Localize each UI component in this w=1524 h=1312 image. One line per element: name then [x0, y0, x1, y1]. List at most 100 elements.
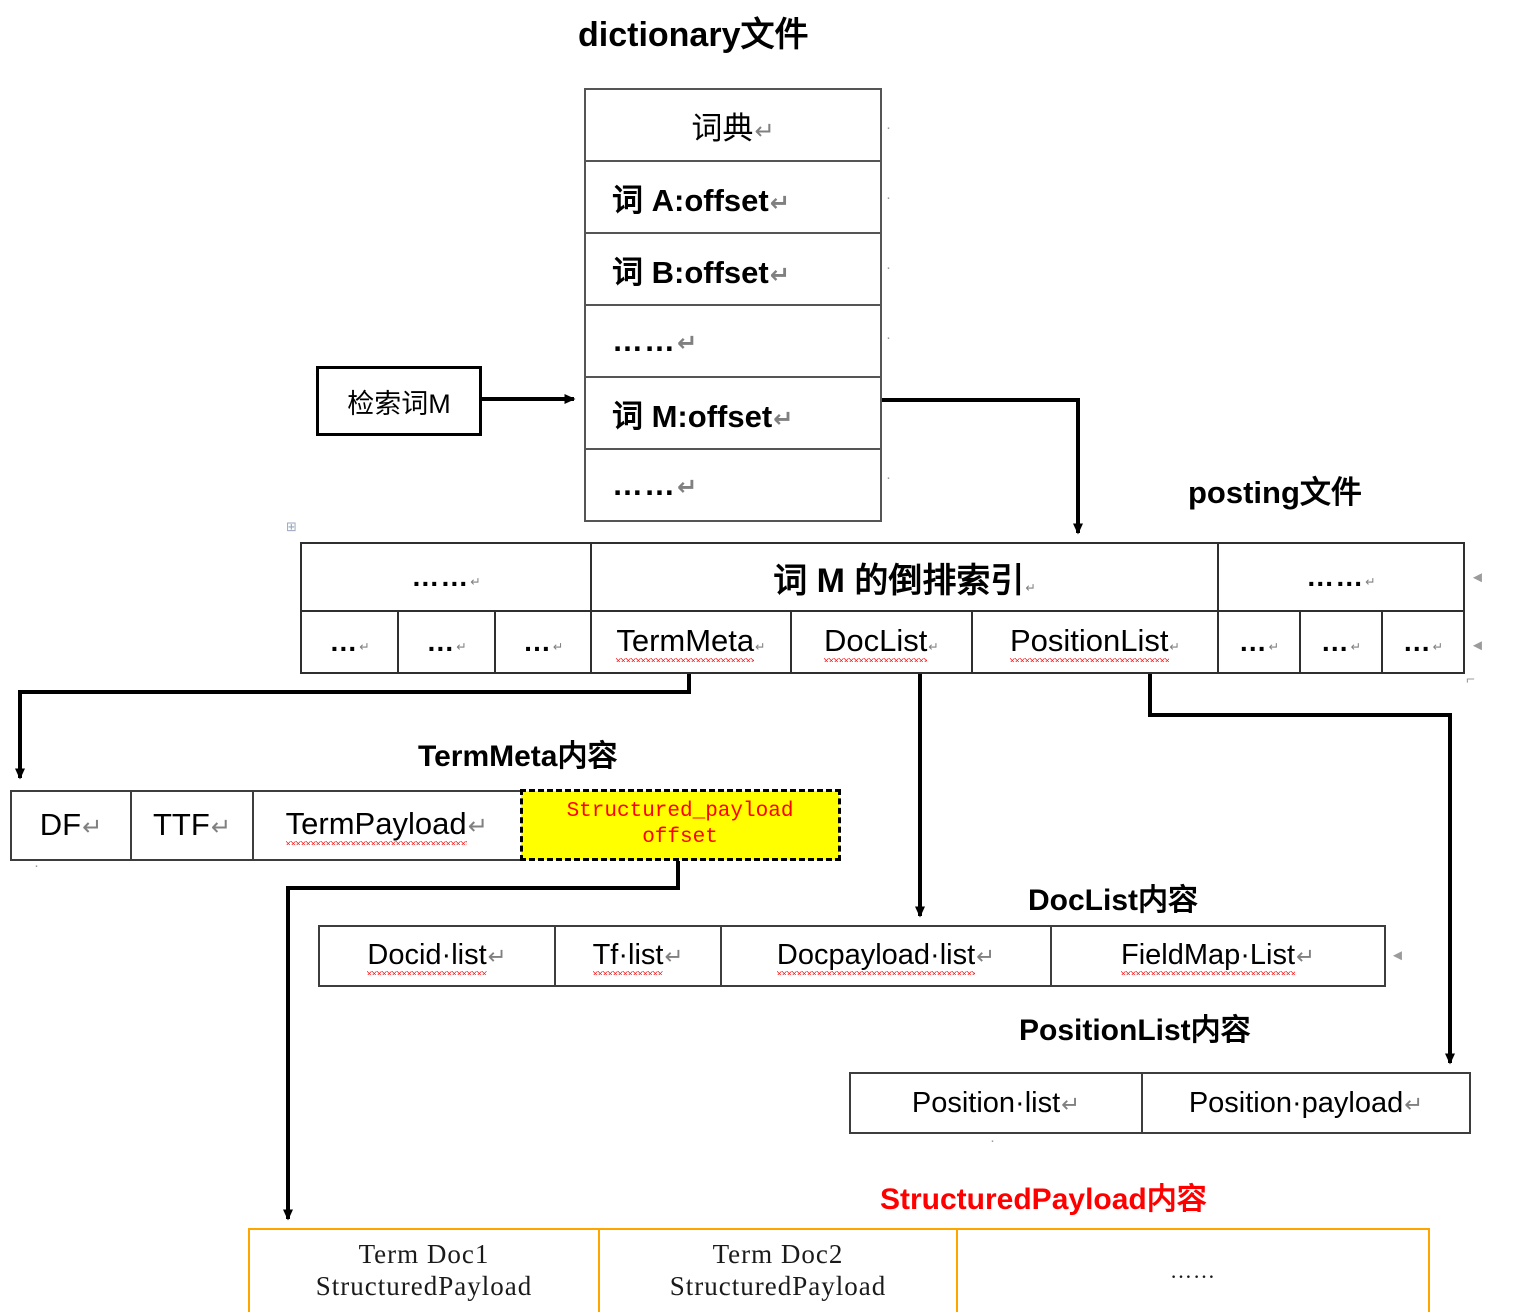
paragraph-mark: ↵ — [677, 329, 698, 357]
table-row: Docid·list↵ Tf·list↵ Docpayload·list↵ Fi… — [318, 925, 1386, 987]
paragraph-mark: ↵ — [470, 574, 481, 589]
table-move-handle-icon[interactable]: ⊞ — [286, 519, 297, 534]
paragraph-mark: ↵ — [1061, 1091, 1081, 1118]
table-row: 词典↵ — [584, 88, 882, 162]
doclist-cell-docid-list: Docid·list↵ — [318, 925, 556, 987]
termmeta-cell-termpayload: TermPayload↵ — [252, 789, 522, 861]
cell-text-line-1: Structured_payload — [566, 799, 794, 823]
positionlist-cell-position-payload: Position·payload↵ — [1141, 1072, 1471, 1134]
dict-row-endmark-1: · — [886, 119, 891, 136]
dict-row-endmark-6: · — [886, 469, 891, 486]
cell-text: … — [426, 626, 456, 657]
table-row: ……↵ — [584, 304, 882, 378]
title-doclist-content: DocList内容 — [1028, 884, 1199, 917]
dict-cell-word-b: 词 B:offset↵ — [584, 232, 882, 306]
posting-row-endmark-1: ◄ — [1470, 569, 1485, 586]
table-row: Position·list↵ Position·payload↵ — [849, 1072, 1471, 1134]
title-posting-file: posting文件 — [1188, 475, 1362, 510]
cell-text-line-1: …… — [1170, 1258, 1216, 1284]
cell-text: TTF — [152, 807, 210, 842]
positionlist-content-table: Position·list↵ Position·payload↵ — [849, 1072, 1471, 1134]
posting-cell-dots-3: …↵ — [494, 610, 593, 674]
cell-text: …… — [1306, 561, 1365, 592]
cell-text: … — [522, 626, 552, 657]
posting-cell-word-m-index: 词 M 的倒排索引↵ — [590, 542, 1219, 612]
dict-cell-header: 词典↵ — [584, 88, 882, 162]
cell-text: Position·list — [911, 1086, 1061, 1119]
table-row: 词 B:offset↵ — [584, 232, 882, 306]
cell-text: PositionList — [1009, 623, 1169, 662]
cell-text: TermMeta — [616, 623, 754, 662]
title-dictionary-file: dictionary文件 — [578, 16, 809, 54]
paragraph-mark: ↵ — [928, 639, 939, 654]
paragraph-mark: ↵ — [82, 813, 103, 841]
paragraph-mark: ↵ — [769, 188, 790, 217]
structuredpayload-content-table: Term Doc1 StructuredPayload Term Doc2 St… — [248, 1228, 1430, 1312]
doclist-cell-tf-list: Tf·list↵ — [554, 925, 722, 987]
paragraph-mark: ↵ — [1365, 574, 1376, 589]
title-structuredpayload-content: StructuredPayload内容 — [880, 1183, 1207, 1216]
positionlist-table-endmark: · — [990, 1132, 995, 1149]
termmeta-cell-ttf: TTF↵ — [130, 789, 254, 861]
cell-text: Position·payload — [1188, 1086, 1404, 1119]
dict-row-endmark-3: · — [886, 259, 891, 276]
cell-text-line-2: StructuredPayload — [669, 1271, 887, 1301]
cell-text: DocList — [823, 623, 928, 662]
search-term-label: 检索词M — [347, 388, 451, 419]
termmeta-cell-structured-payload-offset[interactable]: Structured_payload offset — [519, 789, 841, 861]
posting-cell-dots-5: …↵ — [1298, 610, 1383, 674]
table-row: Term Doc1 StructuredPayload Term Doc2 St… — [248, 1228, 1430, 1312]
table-row: ……↵ — [584, 448, 882, 522]
cell-text: 词 B:offset — [612, 254, 769, 290]
cell-text: Docpayload·list — [776, 939, 976, 975]
posting-cell-right-ellipsis: ……↵ — [1216, 542, 1466, 612]
paragraph-mark: ↵ — [664, 943, 684, 970]
cell-text-line-2: offset — [642, 826, 718, 849]
paragraph-mark: ↵ — [976, 943, 996, 970]
posting-cell-dots-1: …↵ — [299, 610, 400, 674]
title-positionlist-content: PositionList内容 — [1019, 1014, 1251, 1047]
sp-cell-ellipsis: …… — [956, 1228, 1430, 1312]
paragraph-mark: ↵ — [1432, 639, 1444, 654]
cell-text: …… — [612, 323, 676, 358]
dict-row-endmark-2: · — [886, 189, 891, 206]
dict-cell-word-m: 词 M:offset↵ — [584, 376, 882, 450]
paragraph-mark: ↵ — [210, 813, 232, 841]
doclist-cell-fieldmap-list: FieldMap·List↵ — [1050, 925, 1386, 987]
cell-text: DF — [39, 807, 82, 842]
cell-text: …… — [612, 467, 676, 502]
paragraph-mark: ↵ — [1404, 1091, 1424, 1118]
termmeta-cell-df: DF↵ — [10, 789, 132, 861]
cell-text: 词 A:offset — [612, 182, 769, 218]
posting-cell-dots-2: …↵ — [397, 610, 497, 674]
cell-text: … — [329, 626, 359, 657]
positionlist-cell-position-list: Position·list↵ — [849, 1072, 1143, 1134]
paragraph-mark: ↵ — [1169, 639, 1180, 654]
paragraph-mark: ↵ — [1025, 579, 1036, 595]
paragraph-mark: ↵ — [769, 260, 790, 289]
posting-cell-positionlist: PositionList↵ — [970, 610, 1219, 674]
paragraph-mark: ↵ — [773, 404, 794, 433]
cell-text: Docid·list — [367, 939, 487, 975]
sp-cell-term-doc2: Term Doc2 StructuredPayload — [598, 1228, 958, 1312]
dict-cell-word-a: 词 A:offset↵ — [584, 160, 882, 234]
cell-text: TermPayload — [285, 806, 467, 845]
paragraph-mark: ↵ — [456, 639, 467, 654]
posting-row-endmark-2: ◄ — [1470, 637, 1485, 654]
cell-text: FieldMap·List — [1120, 939, 1296, 975]
cell-text-line-1: Term Doc1 — [358, 1239, 490, 1270]
cell-text: … — [1402, 626, 1432, 657]
table-row: 词 A:offset↵ — [584, 160, 882, 234]
connector-dictionary-to-posting — [866, 398, 1083, 535]
title-termmeta-content: TermMeta内容 — [418, 740, 618, 773]
posting-table: ……↵ 词 M 的倒排索引↵ ……↵ …↵ …↵ …↵ TermMeta↵ — [299, 542, 1466, 674]
posting-cell-dots-4: …↵ — [1216, 610, 1301, 674]
search-term-box[interactable]: 检索词M — [316, 366, 482, 436]
paragraph-mark: ↵ — [552, 639, 564, 654]
table-row: 词 M:offset↵ — [584, 376, 882, 450]
sp-cell-term-doc1: Term Doc1 StructuredPayload — [248, 1228, 600, 1312]
cell-text: Tf·list — [592, 939, 663, 975]
paragraph-mark: ↵ — [467, 812, 488, 840]
doclist-table-endmark: ◄ — [1390, 947, 1405, 964]
paragraph-mark: ↵ — [1350, 639, 1362, 654]
